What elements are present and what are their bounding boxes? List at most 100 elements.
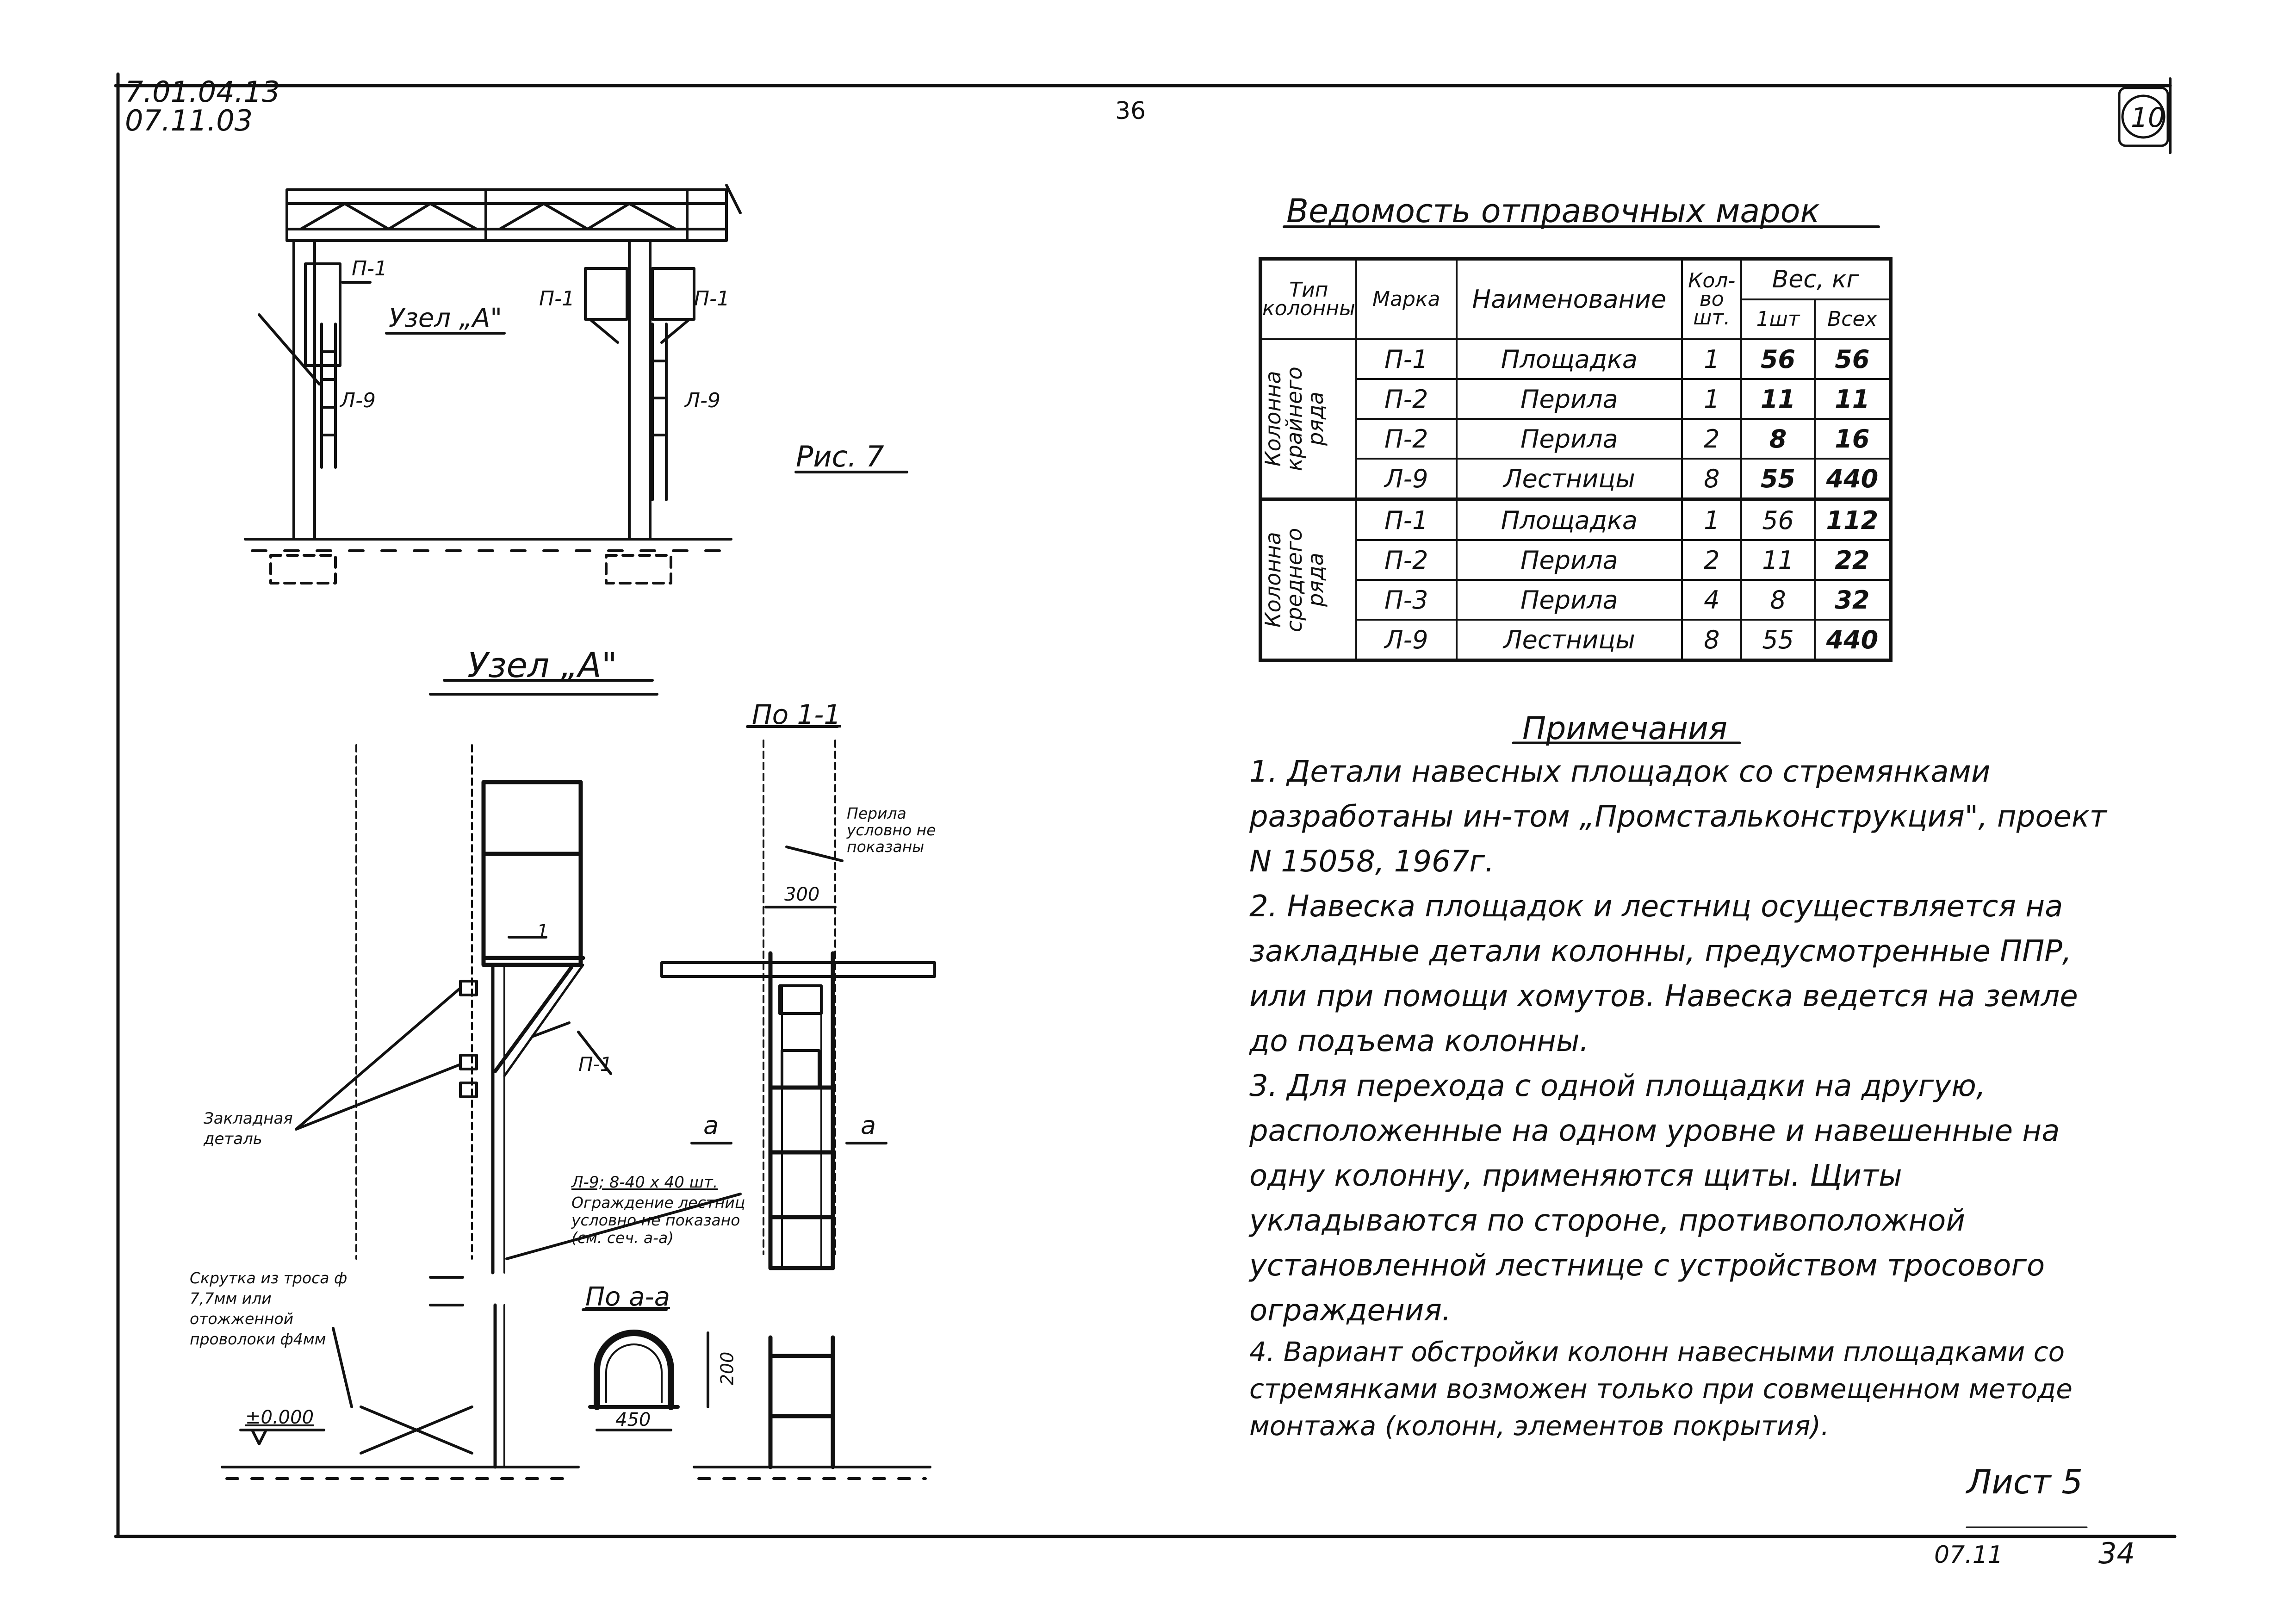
group-label-edge: Колонна крайнего ряда [1260,338,1357,500]
dim-300: 300 [784,884,820,905]
section-a-a [582,1308,709,1431]
figure7-node-label: Узел „А" [389,303,503,333]
cell-mark: П-2 [1355,418,1458,460]
header-weight-all: Всех [1813,298,1892,340]
cell-name: Лестницы [1455,458,1683,500]
notes-title: Примечания [1522,710,1728,747]
circled-number: 10 [2131,102,2165,133]
notes-list: 1. Детали навесных площадок со стремянка… [1249,750,2119,1444]
cell-qty: 2 [1681,539,1743,581]
node-a-elevation [221,679,742,1480]
note-item: 3. Для перехода с одной площадки на друг… [1249,1069,2060,1328]
cell-name: Площадка [1455,338,1683,380]
figure7-mark-p1-mid: П-1 [539,287,575,311]
section-a-a-title: По а-а [585,1282,670,1312]
cell-qty: 1 [1681,338,1743,380]
header-weight-one: 1шт [1740,298,1816,340]
cell-name: Перила [1455,579,1683,621]
cell-qty: 2 [1681,418,1743,460]
figure7-mark-p1-left: П-1 [352,257,387,280]
cell-w1: 55 [1740,619,1816,661]
table-header-row: Тип колонны Марка Наименование Кол-во шт… [1260,258,1892,340]
section-mark-a-right: а [861,1111,876,1140]
cell-name: Перила [1455,539,1683,581]
header-type: Тип колонны [1260,258,1357,340]
footer-date: 07.11 [1934,1541,2003,1569]
cell-mark: Л-9 [1355,619,1458,661]
header-mark: Марка [1355,258,1458,340]
document-code-line1: 7.01.04.13 [125,75,280,109]
sheet-label: Лист 5 [1967,1462,2083,1501]
table-row: П-2 Перила 2 11 22 [1260,539,1892,581]
note-item: 1. Детали навесных площадок со стремянка… [1249,755,2107,879]
table-row: П-2 Перила 2 8 16 [1260,418,1892,460]
figure7-mark-l9-right: Л-9 [685,389,720,412]
cell-wall: 440 [1813,619,1892,661]
cell-w1: 56 [1740,498,1816,541]
table-row: П-3 Перила 4 8 32 [1260,579,1892,621]
cell-mark: П-2 [1355,539,1458,581]
cell-wall: 440 [1813,458,1892,500]
cell-w1: 11 [1740,378,1816,420]
cell-mark: П-1 [1355,498,1458,541]
group-label-middle: Колонна среднего ряда [1260,498,1357,661]
header-qty: Кол-во шт. [1681,258,1743,340]
dim-450: 450 [615,1409,651,1430]
cell-qty: 8 [1681,619,1743,661]
page-number: 36 [1115,97,1146,125]
cell-name: Перила [1455,418,1683,460]
cell-mark: Л-9 [1355,458,1458,500]
table-row: Колонна среднего ряда П-1 Площадка 1 56 … [1260,498,1892,661]
label-skrutka: Скрутка из троса ф 7,7мм или отожженной … [190,1269,348,1348]
document-code: 7.01.04.13 07.11.03 [125,78,280,135]
cell-wall: 56 [1813,338,1892,380]
label-l9: Л-9; 8-40 х 40 шт. [571,1173,718,1192]
level-mark: ±0.000 [245,1407,314,1428]
cell-qty: 8 [1681,458,1743,500]
statement-title: Ведомость отправочных марок [1286,192,1820,230]
label-perila: Перила условно не показаны [847,804,936,856]
table-row: Л-9 Лестницы 8 55 440 [1260,458,1892,500]
cell-name: Лестницы [1455,619,1683,661]
cell-qty: 4 [1681,579,1743,621]
label-zakladnaya: Закладная деталь [204,1109,293,1148]
group-label-edge-text: Колонна крайнего ряда [1260,367,1328,471]
cell-name: Площадка [1455,498,1683,541]
cell-wall: 22 [1813,539,1892,581]
note-item: 2. Навеска площадок и лестниц осуществля… [1249,889,2078,1058]
circled-number-ring [2121,94,2166,139]
cell-w1: 8 [1740,418,1816,460]
cell-mark: П-1 [1355,338,1458,380]
cell-wall: 16 [1813,418,1892,460]
cell-wall: 32 [1813,579,1892,621]
section-1-1-title: По 1-1 [752,699,841,730]
statement-table: Тип колонны Марка Наименование Кол-во шт… [1259,257,1893,662]
cell-w1: 11 [1740,539,1816,581]
figure7-elevation [244,184,908,585]
dim-200: 200 [717,1351,738,1386]
cell-qty: 1 [1681,378,1743,420]
label-p1: П-1 [578,1053,613,1076]
cell-w1: 55 [1740,458,1816,500]
table-row: П-2 Перила 1 11 11 [1260,378,1892,420]
cell-mark: П-2 [1355,378,1458,420]
section-mark-1: 1 [537,921,549,942]
cell-w1: 8 [1740,579,1816,621]
table-subheader-row: 1шт Всех [1260,298,1892,340]
figure7-mark-l9-left: Л-9 [340,389,376,412]
note-item: 4. Вариант обстройки колонн навесными пл… [1249,1336,2073,1442]
circled-number-box [2118,87,2169,147]
section-1-1 [660,725,936,1480]
cell-mark: П-3 [1355,579,1458,621]
figure7-caption: Рис. 7 [796,440,884,473]
document-code-line2: 07.11.03 [125,104,253,137]
cell-wall: 11 [1813,378,1892,420]
footer-number: 34 [2098,1536,2135,1570]
cell-qty: 1 [1681,498,1743,541]
table-row: Л-9 Лестницы 8 55 440 [1260,619,1892,661]
group-label-middle-text: Колонна среднего ряда [1260,528,1328,632]
header-weight: Вес, кг [1740,258,1892,300]
label-ograzhdenie: Ограждение лестниц условно не показано (… [571,1194,745,1247]
cell-name: Перила [1455,378,1683,420]
